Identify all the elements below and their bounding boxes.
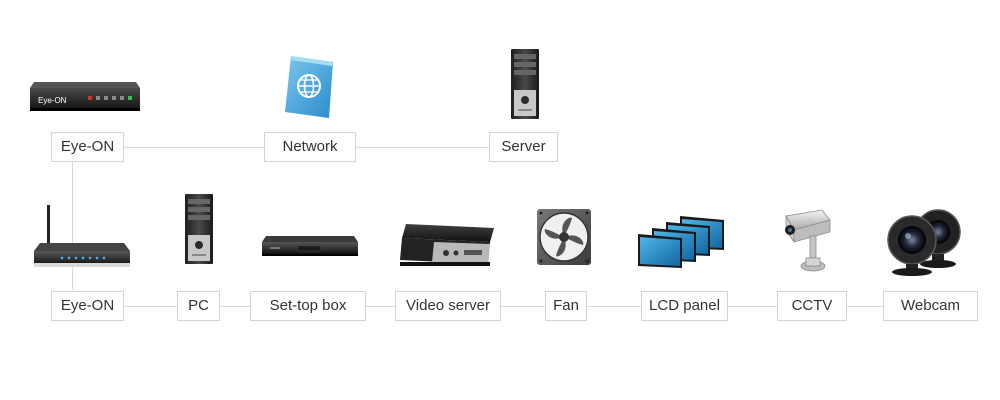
connector-videoserver-fan	[500, 306, 545, 307]
connector-network-server	[355, 147, 489, 148]
node-video-server: Video server	[395, 291, 501, 321]
connector-lcd-cctv	[727, 306, 777, 307]
node-eyeon-top: Eye-ON	[51, 132, 124, 162]
server-tower-icon	[510, 48, 540, 120]
node-lcd-panel: LCD panel	[641, 291, 728, 321]
webcam-icon	[884, 204, 966, 276]
node-network: Network	[264, 132, 356, 162]
node-settop-box: Set-top box	[250, 291, 366, 321]
eyeon-logo-text: Eye-ON	[38, 96, 67, 105]
connector-pc-settop	[219, 306, 250, 307]
network-globe-icon	[283, 54, 335, 120]
connector-fan-lcd	[586, 306, 641, 307]
node-eyeon-bottom: Eye-ON	[51, 291, 124, 321]
connector-eyeon-network	[123, 147, 265, 148]
pc-tower-icon	[184, 192, 214, 266]
node-cctv: CCTV	[777, 291, 847, 321]
node-pc: PC	[177, 291, 220, 321]
connector-settop-videoserver	[365, 306, 395, 307]
node-webcam: Webcam	[883, 291, 978, 321]
connector-eyeon-vertical	[72, 162, 73, 290]
cctv-camera-icon	[782, 208, 832, 276]
lcd-panel-icon	[638, 214, 730, 270]
fan-icon	[536, 208, 592, 266]
router-icon	[32, 205, 130, 269]
connector-cctv-webcam	[846, 306, 884, 307]
node-fan: Fan	[545, 291, 587, 321]
video-server-icon	[398, 222, 496, 270]
settop-box-icon	[262, 234, 358, 258]
node-server: Server	[489, 132, 558, 162]
connector-eyeon-pc	[123, 306, 178, 307]
eyeon-device-icon: Eye-ON	[30, 78, 140, 112]
